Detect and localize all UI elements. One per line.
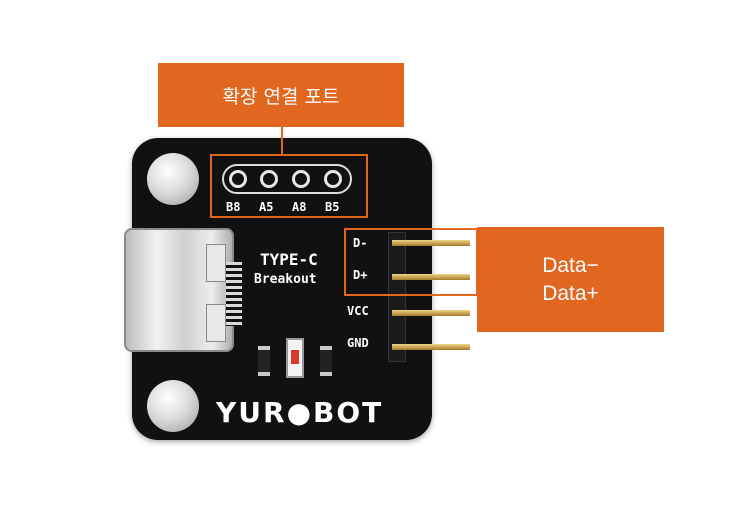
smd-resistor	[258, 346, 270, 376]
top-pin-label-b8: B8	[226, 200, 241, 214]
side-pin-label-dplus: D+	[353, 268, 368, 282]
top-pin-label-a8: A8	[292, 200, 307, 214]
usb-c-tab	[206, 244, 226, 282]
header-pin	[392, 274, 470, 280]
top-pin-hole	[260, 170, 278, 188]
smd-resistor	[320, 346, 332, 376]
header-pin	[392, 310, 470, 316]
expansion-port-callout: 확장 연결 포트	[158, 63, 404, 127]
brand-logo: YUR●BOT	[216, 396, 384, 429]
top-pin-hole	[324, 170, 342, 188]
expansion-port-highlight-box	[210, 154, 368, 218]
board-title: TYPE-C	[260, 250, 318, 269]
board-subtitle: Breakout	[254, 272, 317, 287]
expansion-port-callout-text: 확장 연결 포트	[222, 85, 340, 108]
header-pin	[392, 344, 470, 350]
data-pins-highlight-box	[344, 228, 478, 296]
side-pin-label-gnd: GND	[347, 336, 369, 350]
smd-led-window	[291, 350, 299, 364]
mounting-hole-bottom-left	[147, 380, 199, 432]
top-pin-hole	[229, 170, 247, 188]
usb-c-tab	[206, 304, 226, 342]
side-pin-label-vcc: VCC	[347, 304, 369, 318]
expansion-port-leader-line	[281, 127, 283, 154]
data-lines-callout: Data− Data+	[477, 227, 664, 332]
header-pin	[392, 240, 470, 246]
pin-header-base	[388, 232, 406, 362]
data-minus-callout-text: Data−	[542, 253, 599, 277]
usb-c-contacts	[226, 262, 242, 326]
data-plus-callout-text: Data+	[542, 281, 599, 305]
mounting-hole-top-left	[147, 153, 199, 205]
side-pin-label-dminus: D-	[353, 236, 368, 250]
top-pin-row	[222, 164, 352, 194]
top-pin-hole	[292, 170, 310, 188]
top-pin-label-b5: B5	[325, 200, 340, 214]
top-pin-label-a5: A5	[259, 200, 274, 214]
